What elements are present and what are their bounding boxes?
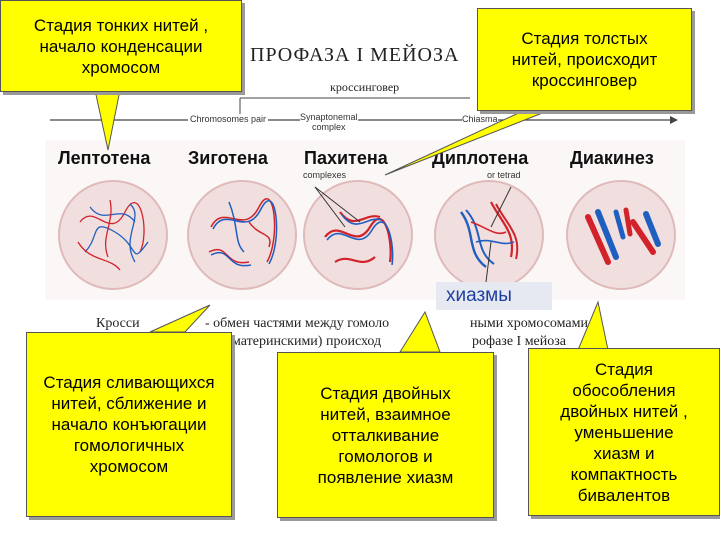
caption-line2-a: материнскими) происход [232, 334, 382, 349]
stage-pachytene: Пахитена [304, 148, 388, 168]
caption-line1-a: Кросси [96, 316, 140, 331]
label-tetrad: or tetrad [487, 170, 521, 180]
cell-diakinesis [566, 180, 676, 290]
stage-zygotene: Зиготена [188, 148, 268, 168]
callout-zygotene: Стадия сливающихся нитей, сближение и на… [26, 332, 232, 517]
stage-diplotene: Диплотена [432, 148, 529, 168]
callout-diplotene: Стадия двойных нитей, взаимное отталкива… [277, 352, 494, 518]
caption-line1-c: ными хромосомами [470, 316, 588, 331]
label-chiasma: Chiasma [462, 114, 498, 124]
chromosome-threads-pachytene [314, 186, 394, 266]
cell-pachytene [303, 180, 413, 290]
callout-pachytene: Стадия толстых нитей, происходит кроссин… [477, 8, 692, 111]
stage-leptotene: Лептотена [58, 148, 151, 168]
crossover-label: кроссинговер [330, 80, 400, 94]
diagram-title: ПРОФАЗА I МЕЙОЗА [250, 44, 460, 66]
caption-line1-b: - обмен частями между гомоло [205, 316, 390, 331]
chromosome-threads-diplotene [460, 186, 519, 283]
cell-zygotene [187, 180, 297, 290]
chromosome-threads-zygotene [208, 198, 278, 267]
label-complexes: complexes [303, 170, 347, 180]
label-synaptonemal: Synaptonemal complex [300, 112, 358, 132]
caption-line2-b: рофазе I мейоза [472, 334, 567, 349]
cell-diplotene [434, 180, 544, 290]
label-chromosomes-pair: Chromosomes pair [188, 114, 269, 124]
callout-leptotene: Стадия тонких нитей , начало конденсации… [0, 0, 242, 92]
chromosome-bivalents-diakinesis [585, 207, 661, 265]
cell-leptotene [58, 180, 168, 290]
callout-diakinesis: Стадия обособления двойных нитей , умень… [528, 348, 720, 516]
chromosome-threads-leptotene [77, 199, 149, 271]
stage-diakinesis: Диакинез [570, 148, 654, 168]
chiasma-label: хиазмы [436, 282, 552, 310]
